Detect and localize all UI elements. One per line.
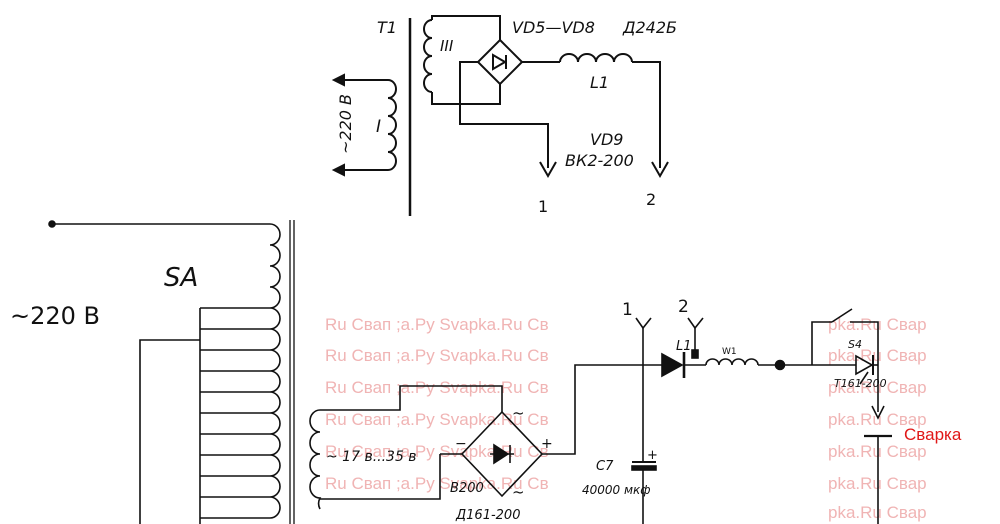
terminal-1-arrow (539, 161, 557, 179)
capacitor-label: С7 (596, 459, 614, 474)
ac-mark-bottom: ~ (512, 483, 525, 501)
bridge-plus-label: + (541, 436, 553, 452)
sa-primary-winding (269, 223, 281, 519)
diode-icon (493, 443, 510, 465)
primary-winding (357, 79, 397, 171)
secondary-winding (423, 19, 433, 93)
wire (431, 84, 501, 105)
top-labels: T1 III I ~220 В VD5—VD8 Д242Б L1 VD9 ВК2… (336, 18, 677, 216)
wire (459, 61, 549, 168)
bridge-rectifier (476, 38, 524, 86)
terminal-1-label: 1 (622, 300, 633, 320)
ac-mark-top: ~ (512, 404, 525, 422)
terminal-2-label: 2 (646, 190, 656, 209)
bridge-b200 (460, 410, 544, 498)
mains-voltage-label: ~220 В (10, 302, 100, 330)
wire (542, 364, 643, 455)
vd9-label: VD9 (590, 130, 623, 149)
bridge-diodes-label: VD5—VD8 (512, 18, 595, 37)
terminal-1-label: 1 (538, 197, 548, 216)
terminal-2-node (691, 349, 699, 359)
winding-i-label: I (376, 117, 381, 137)
bridge-minus-label: − (455, 436, 467, 452)
choke-w1-label: W1 (722, 347, 737, 357)
diode-l1 (661, 352, 684, 378)
arrow-icon (331, 73, 345, 87)
vd9-type-label: ВК2-200 (565, 151, 634, 170)
watermark-row: Ru Свап ;а.Ру Svapka.Ru Св (325, 378, 549, 397)
inductor-l1 (559, 53, 633, 63)
thyristor-label: S4 (848, 338, 862, 351)
switch-wire (850, 321, 879, 365)
welding-output-label: Сварка (904, 425, 962, 444)
thyristor-s4 (855, 354, 874, 376)
thyristor-type-label: T161-200 (834, 377, 887, 390)
secondary-voltage-label: ~ 17 в...35 в (326, 449, 417, 465)
terminal-2-fork (687, 317, 704, 330)
inductor-label: L1 (590, 73, 609, 92)
diode-icon (492, 53, 507, 71)
terminal-2-label: 2 (678, 297, 689, 317)
wire (320, 385, 503, 412)
capacitance-label: 40000 мкф (582, 483, 651, 497)
mains-voltage-label: ~220 В (336, 94, 355, 154)
terminal-1-fork (635, 317, 652, 330)
terminal-2-arrow (651, 161, 669, 179)
capacitor-c7 (631, 465, 657, 471)
wire (320, 454, 441, 500)
winding-iii-label: III (440, 37, 454, 55)
t1-label: T1 (377, 18, 397, 37)
sa-label: SA (164, 263, 198, 293)
choke-w1 (705, 358, 759, 366)
watermark-row: Ru Свап ;а.Ру Svapka.Ru Св (325, 410, 549, 429)
bridge-diode-type-label: Д242Б (622, 18, 677, 37)
capacitor-plus-label: + (647, 448, 658, 463)
arrow-icon (871, 405, 885, 420)
bridge-label: В200 (450, 481, 484, 496)
thyristor-gate (859, 371, 869, 385)
watermark-row: Ru Свап ;а.Ру Svapka.Ru Св (325, 474, 549, 493)
bottom-labels: ~220 В SA ~ 17 в...35 в − + ~ ~ В200 Д16… (10, 263, 962, 523)
switch-wire (811, 321, 832, 365)
watermark-row: Ru Свап ;а.Ру Svapka.Ru Св (325, 346, 549, 365)
bridge-type-label: Д161-200 (455, 508, 520, 523)
bottom-schematic (48, 220, 892, 524)
top-schematic (331, 15, 669, 216)
sa-secondary-winding (309, 409, 322, 510)
switch-blade (831, 308, 853, 323)
wire (632, 61, 661, 168)
watermark-row: Ru Свап ;а.Ру Svapka.Ru Св (325, 442, 549, 461)
watermark-row: рka.Ru Свар (828, 410, 927, 429)
watermark-row: Ru Свап ;а.Ру Svapka.Ru Св (325, 315, 549, 334)
arrow-icon (331, 163, 345, 177)
diode-l1-label: L1 (676, 339, 692, 354)
wire (431, 15, 501, 40)
tap-selector-wire (139, 339, 200, 524)
